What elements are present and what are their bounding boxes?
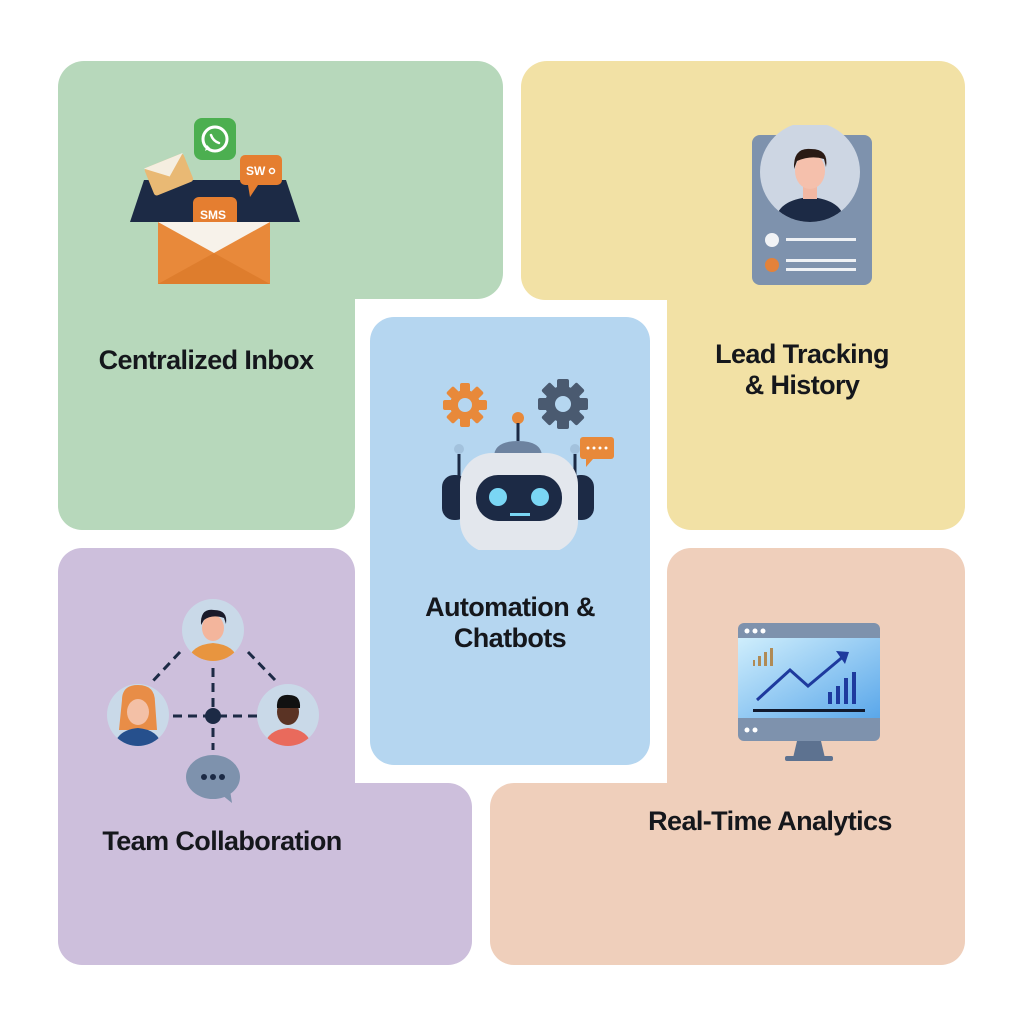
feature-title-team-collaboration: Team Collaboration <box>102 826 342 856</box>
feature-title-automation: Automation & Chatbots <box>370 592 650 654</box>
email-icon <box>143 152 194 196</box>
svg-text:SMS: SMS <box>200 208 226 222</box>
chat-bubble-icon <box>580 437 614 467</box>
title-line-1: Lead Tracking <box>715 339 889 369</box>
analytics-monitor-icon <box>738 623 880 761</box>
team-network-icon <box>107 599 319 803</box>
avatar-woman <box>107 684 169 746</box>
whatsapp-icon <box>194 118 236 160</box>
title-line-2: Chatbots <box>453 623 567 653</box>
chat-bubble-icon <box>186 755 240 803</box>
avatar-man <box>182 599 244 661</box>
gear-icon <box>538 379 588 429</box>
robot-icon <box>442 379 614 550</box>
feature-title-centralized-inbox: Centralized Inbox <box>98 345 314 375</box>
contact-card-icon <box>752 125 872 285</box>
inbox-icon: SW SMS <box>130 118 300 284</box>
title-line-2: & History <box>744 370 860 400</box>
feature-title-real-time-analytics: Real-Time Analytics <box>648 806 892 836</box>
feature-title-lead-tracking: Lead Tracking & History <box>667 339 937 401</box>
title-line-1: Automation & <box>425 592 595 622</box>
avatar-man-2 <box>257 684 319 746</box>
svg-text:SW: SW <box>246 164 266 178</box>
gear-icon <box>443 383 487 427</box>
